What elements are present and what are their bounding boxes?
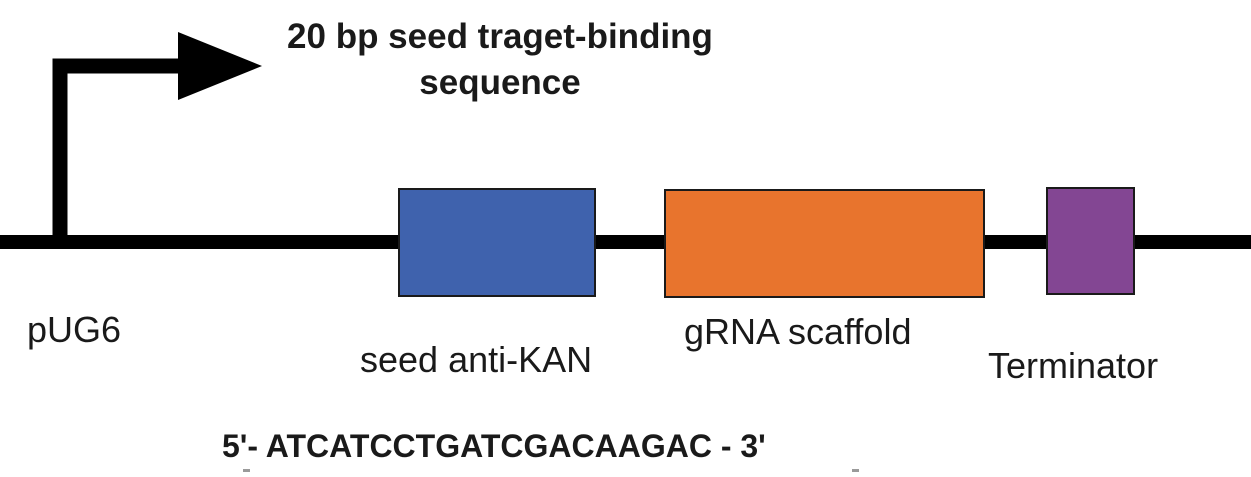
title-line-1: 20 bp seed traget-binding xyxy=(287,17,713,56)
grna-scaffold-box xyxy=(664,189,985,298)
grna-scaffold-label: gRNA scaffold xyxy=(684,311,912,352)
terminator-box xyxy=(1046,187,1135,295)
title-line-2: sequence xyxy=(419,63,581,102)
seed-anti-kan-label: seed anti-KAN xyxy=(360,339,593,380)
prime-underline-3 xyxy=(852,469,859,472)
promoter-arrow-icon xyxy=(52,32,262,242)
seed-anti-kan-box xyxy=(398,188,596,297)
seed-sequence: 5'- ATCATCCTGATCGACAAGAC - 3' xyxy=(222,428,766,464)
terminator-label: Terminator xyxy=(988,345,1159,386)
diagram-title: 20 bp seed traget-binding sequence xyxy=(240,14,760,106)
prime-underline-5 xyxy=(243,469,250,472)
promoter-label: pUG6 xyxy=(27,309,122,350)
